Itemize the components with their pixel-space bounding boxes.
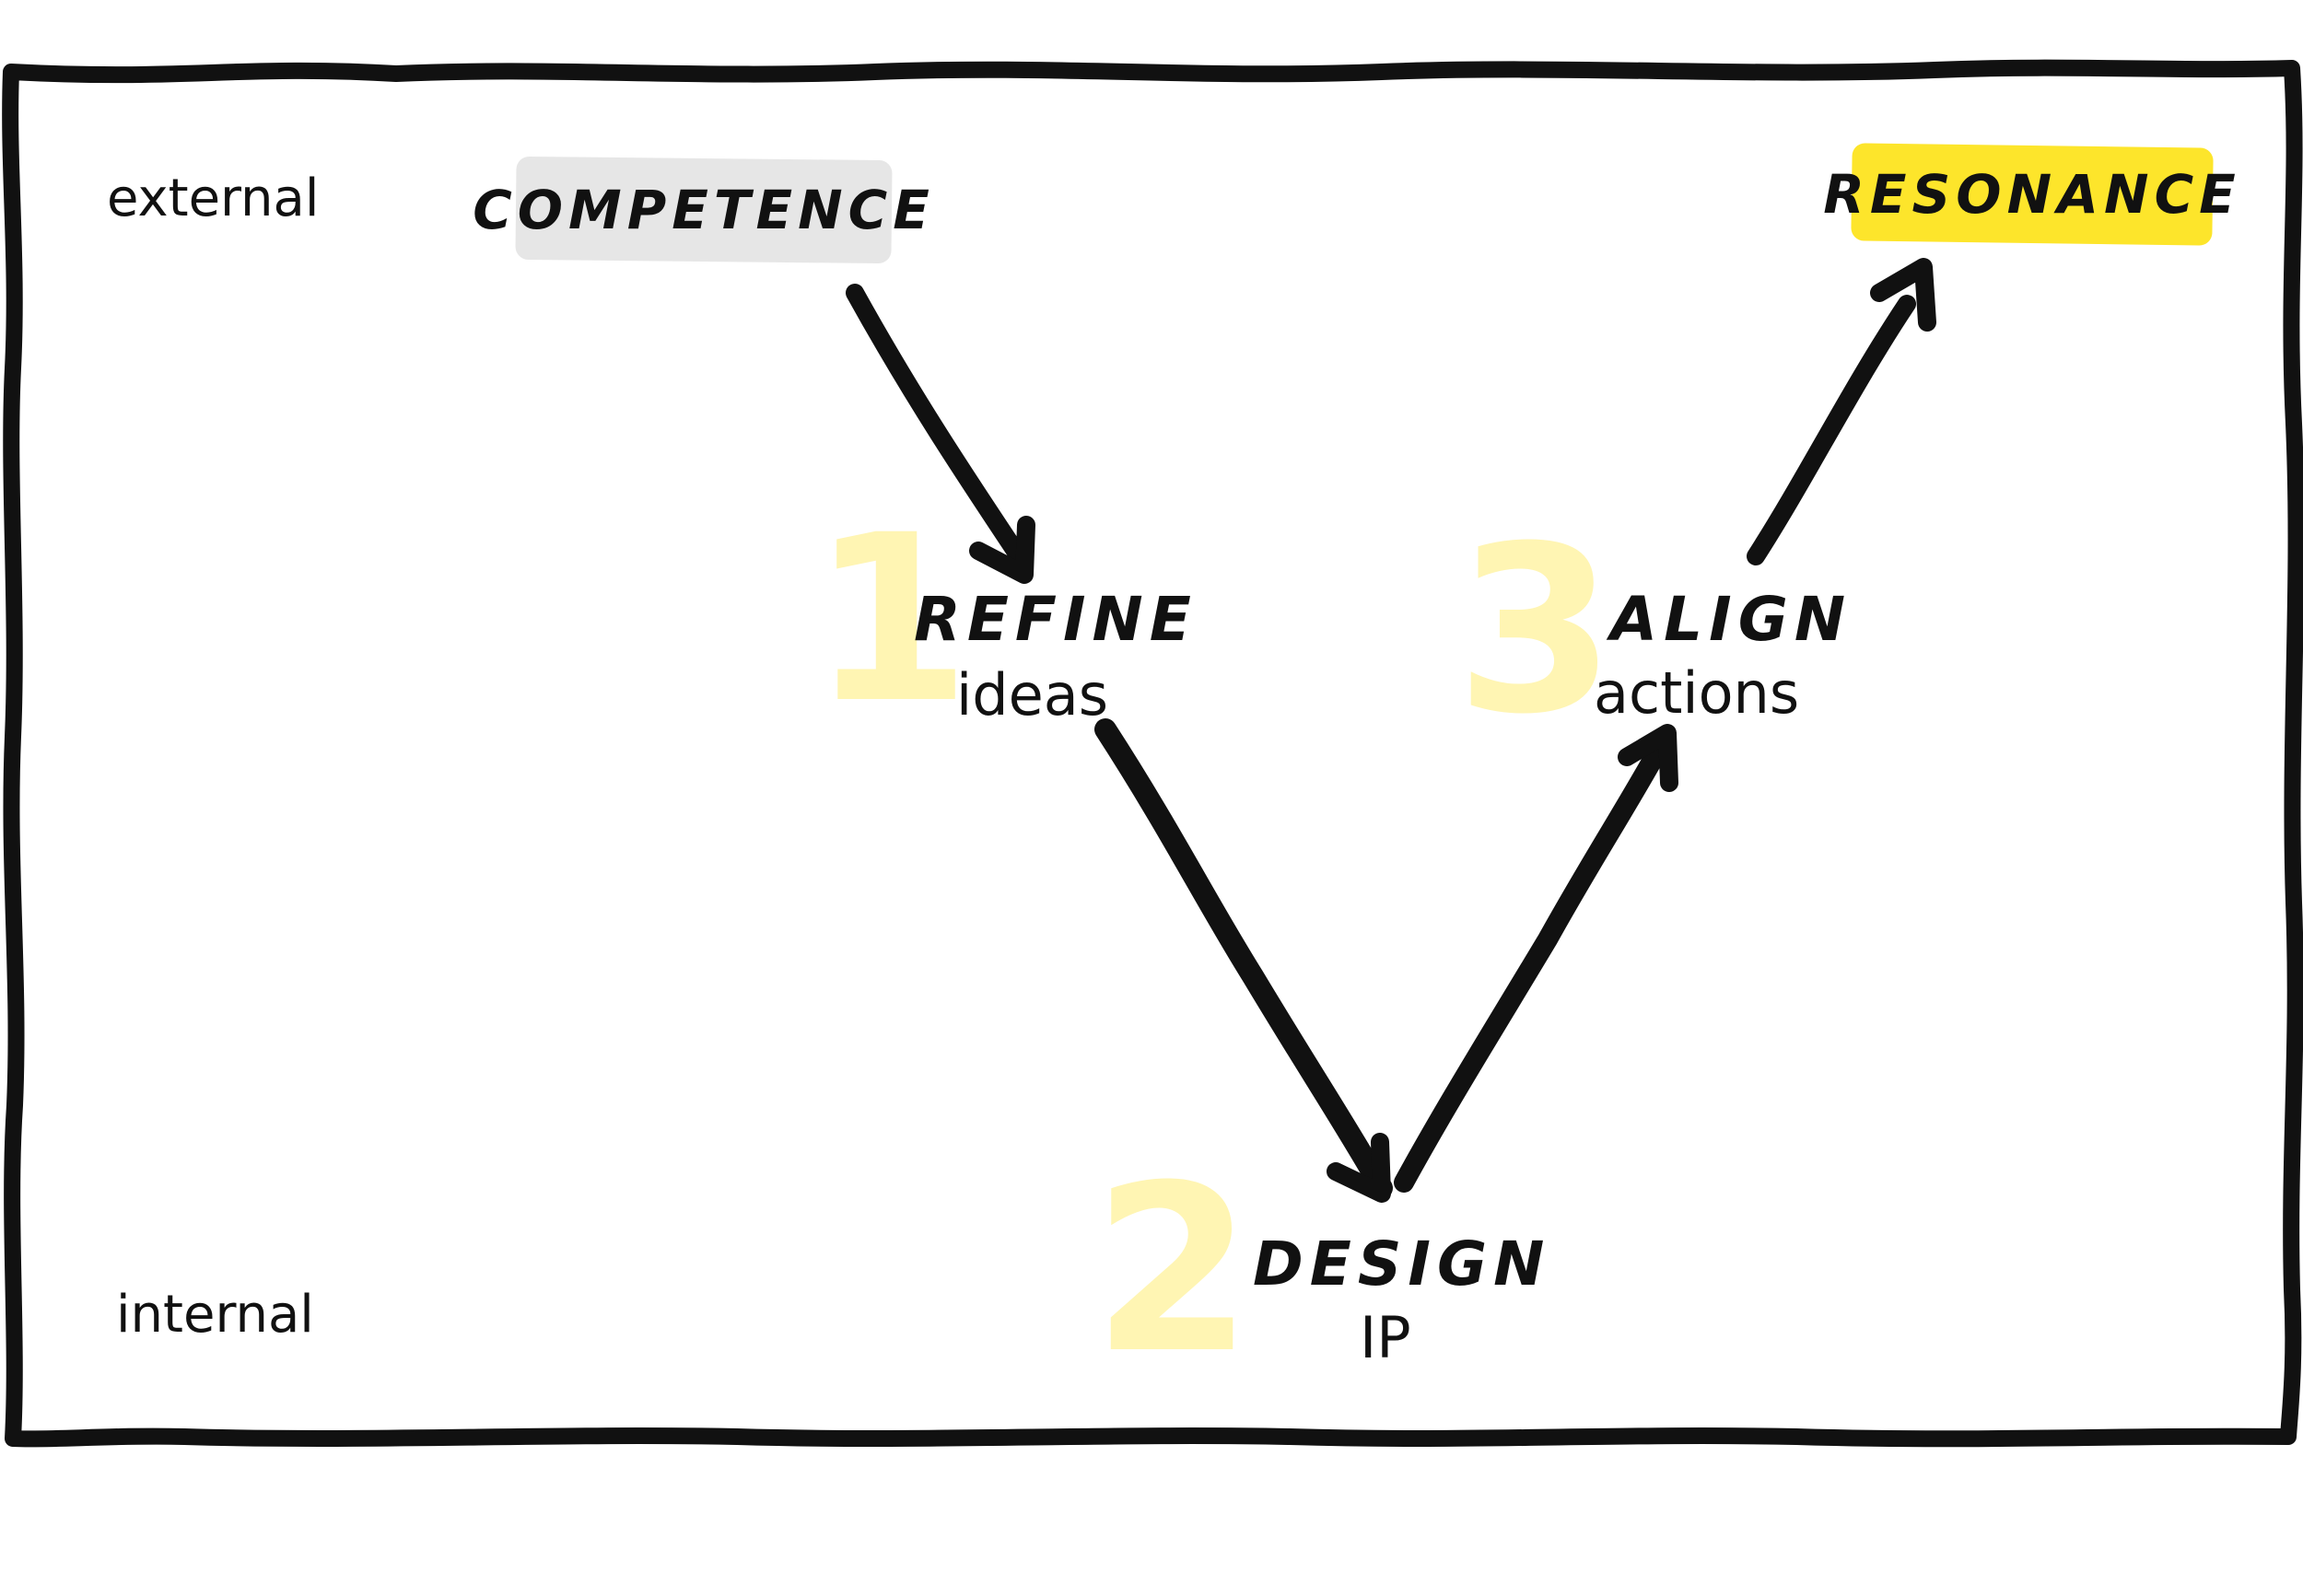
step-3-title: ALIGN <box>1610 584 1853 655</box>
step-2-number: 2 <box>1093 1136 1253 1404</box>
external-label: external <box>107 169 320 228</box>
step-2-subtitle: IP <box>1360 1304 1411 1371</box>
resonance-label: RESONANCE <box>1823 163 2241 226</box>
arrow-align-to-resonance <box>1747 295 1916 565</box>
arrow-competence-to-refine <box>846 284 1032 571</box>
step-1-title: REFINE <box>914 584 1198 655</box>
competence-label: COMPETENCE <box>473 179 935 241</box>
step-1-subtitle: ideas <box>956 661 1109 728</box>
arrowhead-design <box>1327 1133 1391 1203</box>
frame-border <box>2 59 2303 1448</box>
arrowhead-refine <box>969 516 1035 584</box>
step-3-number: 3 <box>1455 496 1616 764</box>
arrowhead-align <box>1618 724 1678 792</box>
arrow-refine-to-design <box>1094 718 1393 1199</box>
step-1-number: 1 <box>811 485 971 753</box>
internal-label: internal <box>116 1285 314 1345</box>
step-2-title: DESIGN <box>1253 1229 1551 1299</box>
arrowhead-resonance <box>1870 258 1936 332</box>
step-3-subtitle: actions <box>1594 659 1800 727</box>
arrow-design-to-align <box>1394 727 1676 1193</box>
